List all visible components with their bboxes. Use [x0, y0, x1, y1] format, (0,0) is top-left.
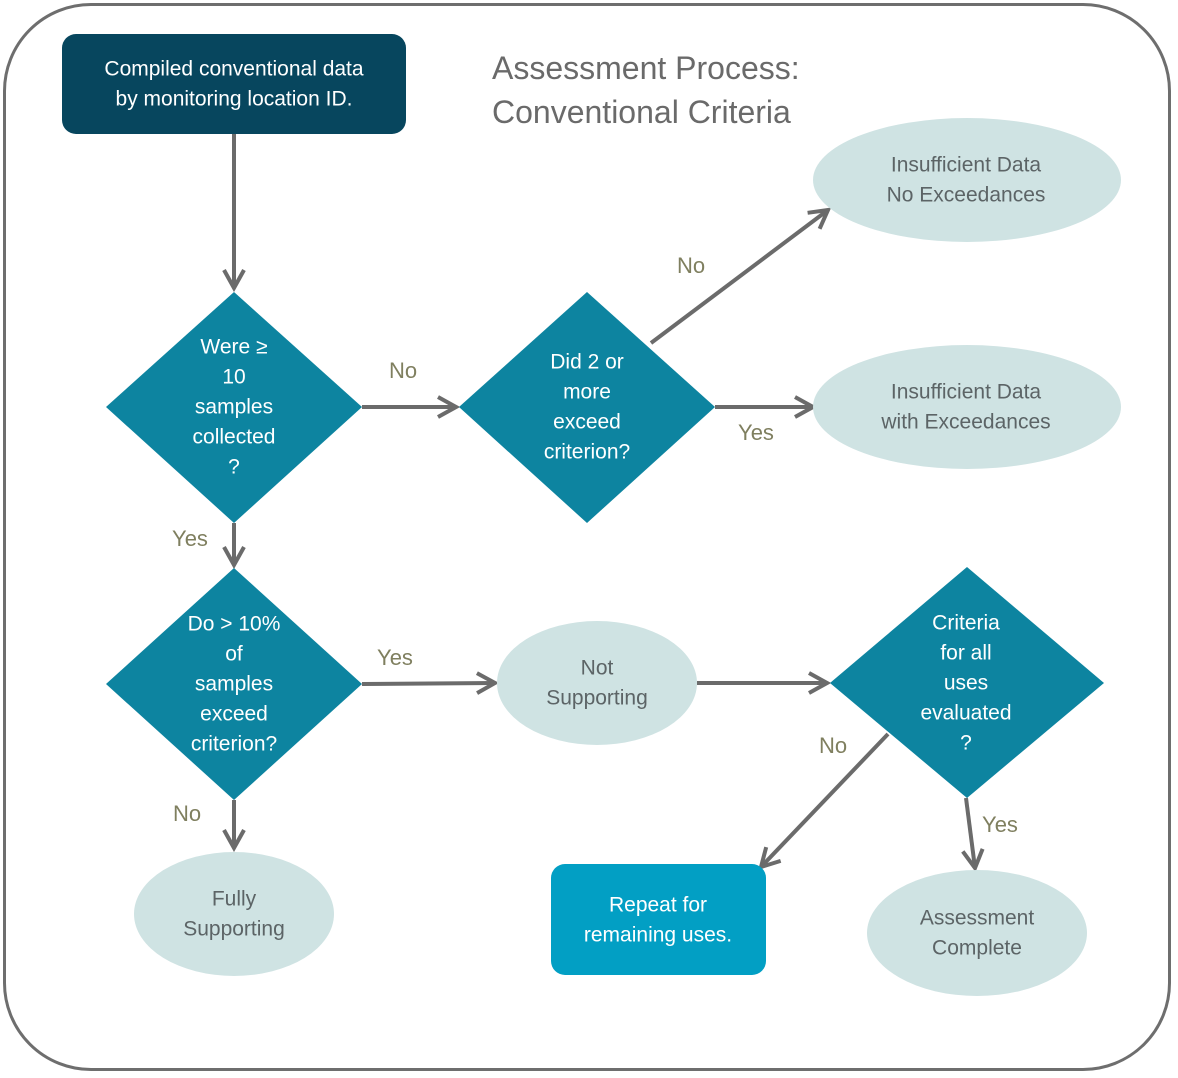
- title-line-1: Assessment Process:: [492, 50, 800, 86]
- outcome-insufficient-with-exceedances: Insufficient Data with Exceedances: [813, 345, 1121, 469]
- edge-label-samples-yes: Yes: [172, 526, 208, 551]
- decision-samples-collected: Were ≥ 10 samples collected ?: [106, 292, 362, 523]
- arrow-two-exceed-no: [649, 210, 828, 345]
- outcome-insufficient-no-exceedances: Insufficient Data No Exceedances: [813, 118, 1121, 242]
- decision-ten-percent-line-2: of: [225, 643, 243, 666]
- decision-ten-percent-line-1: Do > 10%: [188, 613, 281, 636]
- decision-ten-percent-line-3: samples: [195, 673, 273, 696]
- repeat-box-line-1: Repeat for: [609, 894, 707, 917]
- start-box: Compiled conventional data by monitoring…: [62, 34, 406, 134]
- decision-all-uses-line-3: uses: [944, 672, 988, 695]
- outcome-not-supporting-line-1: Not: [581, 657, 614, 680]
- outcome-complete-line-1: Assessment: [920, 907, 1035, 930]
- decision-ten-percent-line-4: exceed: [200, 703, 268, 726]
- diagram-frame: [3, 3, 1171, 1071]
- outcome-insufficient-with-exc-line-2: with Exceedances: [880, 411, 1050, 434]
- repeat-box-line-2: remaining uses.: [584, 924, 732, 947]
- edge-label-all-uses-no: No: [819, 733, 847, 758]
- decision-two-exceed-line-1: Did 2 or: [550, 351, 624, 374]
- start-box-line-1: Compiled conventional data: [104, 58, 363, 81]
- outcome-insufficient-no-exc-line-2: No Exceedances: [887, 184, 1046, 207]
- edge-label-ten-percent-yes: Yes: [377, 645, 413, 670]
- decision-samples-line-1: Were ≥: [200, 336, 267, 359]
- decision-samples-line-5: ?: [228, 456, 240, 479]
- outcome-insufficient-with-exc-line-1: Insufficient Data: [891, 381, 1042, 404]
- decision-two-or-more-exceed: Did 2 or more exceed criterion?: [459, 292, 715, 523]
- edge-label-samples-no: No: [389, 358, 417, 383]
- arrow-all-uses-no: [761, 732, 890, 867]
- decision-all-uses-evaluated: Criteria for all uses evaluated ?: [830, 567, 1104, 798]
- start-box-line-2: by monitoring location ID.: [116, 88, 353, 111]
- decision-two-exceed-line-3: exceed: [553, 411, 621, 434]
- outcome-fully-supporting: Fully Supporting: [134, 852, 334, 976]
- decision-ten-percent-exceed: Do > 10% of samples exceed criterion?: [106, 568, 362, 800]
- outcome-not-supporting: Not Supporting: [497, 621, 697, 745]
- outcome-fully-supporting-line-2: Supporting: [183, 918, 285, 941]
- edge-label-all-uses-yes: Yes: [982, 812, 1018, 837]
- edge-label-two-exceed-yes: Yes: [738, 420, 774, 445]
- decision-samples-line-3: samples: [195, 396, 273, 419]
- outcome-not-supporting-line-2: Supporting: [546, 687, 648, 710]
- outcome-assessment-complete: Assessment Complete: [867, 870, 1087, 996]
- outcome-complete-line-2: Complete: [932, 937, 1022, 960]
- outcome-fully-supporting-line-1: Fully: [212, 888, 257, 911]
- arrow-all-uses-yes: [966, 797, 975, 868]
- title-line-2: Conventional Criteria: [492, 94, 791, 130]
- decision-two-exceed-line-4: criterion?: [544, 441, 630, 464]
- repeat-box: Repeat for remaining uses.: [551, 864, 766, 975]
- outcome-insufficient-no-exc-line-1: Insufficient Data: [891, 154, 1042, 177]
- decision-samples-line-2: 10: [222, 366, 245, 389]
- edge-label-ten-percent-no: No: [173, 801, 201, 826]
- arrow-ten-percent-yes: [361, 683, 495, 684]
- decision-ten-percent-line-5: criterion?: [191, 733, 277, 756]
- decision-all-uses-line-4: evaluated: [920, 702, 1011, 725]
- decision-two-exceed-line-2: more: [563, 381, 611, 404]
- decision-all-uses-line-5: ?: [960, 732, 972, 755]
- decision-samples-line-4: collected: [193, 426, 276, 449]
- decision-all-uses-line-2: for all: [940, 642, 991, 665]
- edge-label-two-exceed-no: No: [677, 253, 705, 278]
- decision-all-uses-line-1: Criteria: [932, 612, 1000, 635]
